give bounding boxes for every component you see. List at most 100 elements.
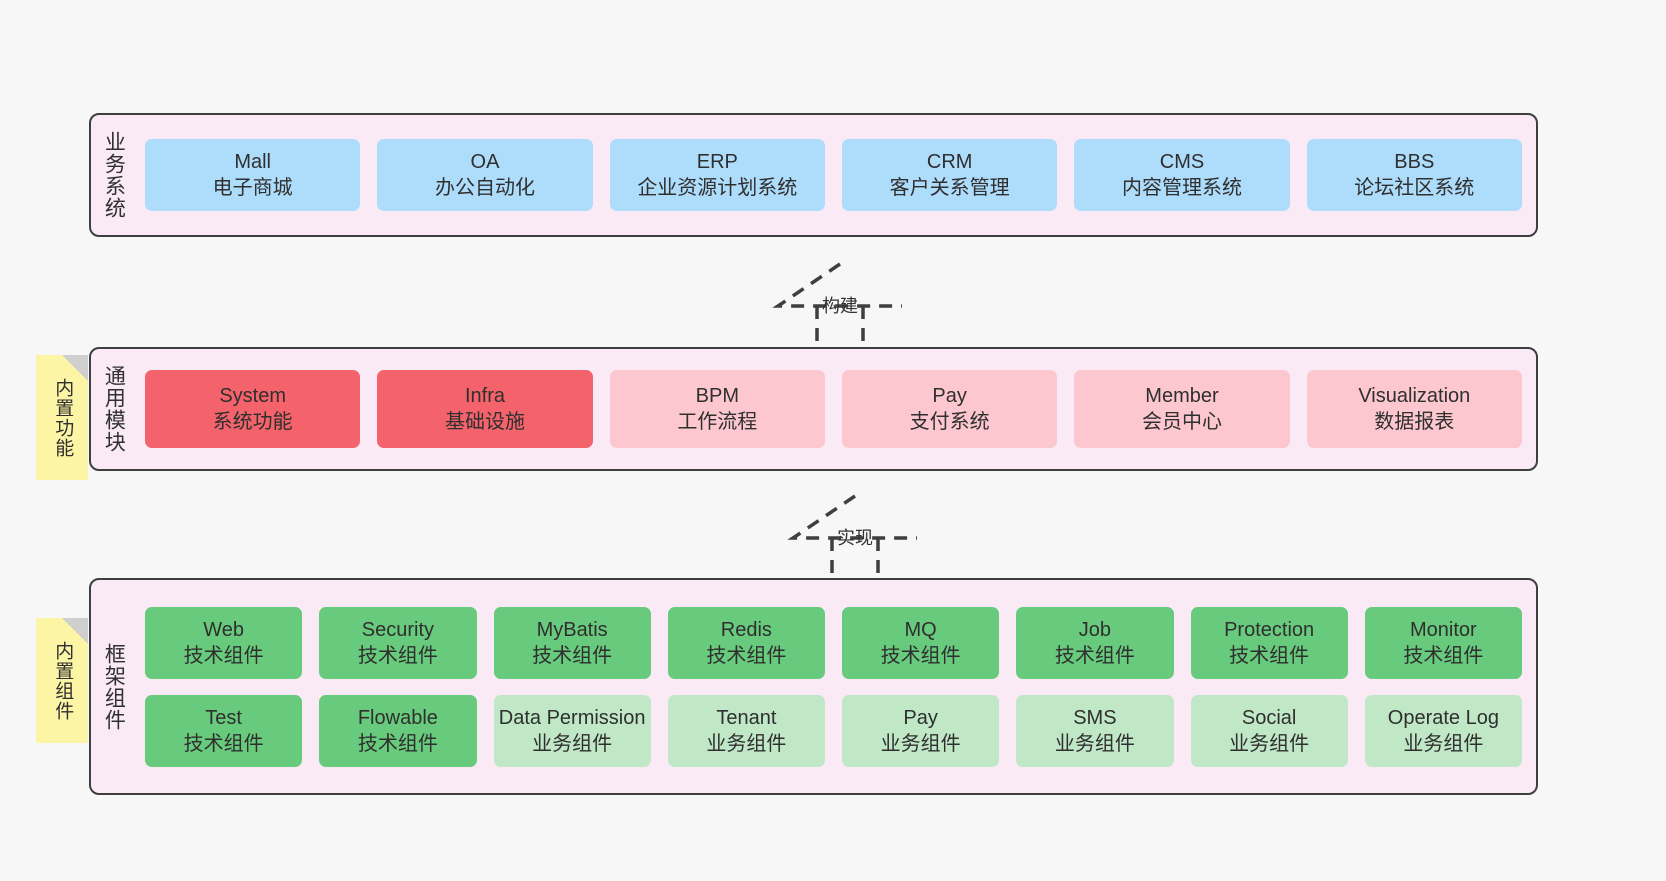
layer-common-modules: 通用模块 System 系统功能 Infra 基础设施 BPM 工作流程 Pay… — [89, 347, 1538, 471]
card-pay-module-cn: 支付系统 — [909, 411, 990, 433]
card-mybatis[interactable]: MyBatis 技术组件 — [493, 606, 651, 679]
card-mq[interactable]: MQ 技术组件 — [842, 606, 1000, 679]
card-security[interactable]: Security 技术组件 — [319, 606, 477, 679]
card-pay-component-cn: 业务组件 — [880, 732, 961, 755]
card-protection[interactable]: Protection 技术组件 — [1190, 606, 1348, 679]
card-web[interactable]: Web 技术组件 — [145, 606, 303, 679]
card-visualization[interactable]: Visualization 数据报表 — [1306, 370, 1522, 448]
card-flowable-en: Flowable — [357, 706, 438, 729]
card-pay-component[interactable]: Pay 业务组件 — [842, 694, 1000, 767]
connector-build-stem — [815, 306, 865, 354]
card-web-en: Web — [203, 618, 244, 641]
card-monitor-en: Monitor — [1410, 618, 1477, 641]
layer-business-systems-body: Mall 电子商城 OA 办公自动化 ERP 企业资源计划系统 CRM 客户关系… — [135, 115, 1536, 235]
card-system-en: System — [219, 385, 286, 407]
card-oa[interactable]: OA 办公自动化 — [377, 139, 593, 211]
card-member[interactable]: Member 会员中心 — [1074, 370, 1290, 448]
card-test-en: Test — [205, 706, 242, 729]
card-system[interactable]: System 系统功能 — [145, 370, 361, 448]
card-mybatis-cn: 技术组件 — [532, 644, 613, 667]
card-member-en: Member — [1145, 385, 1219, 407]
card-job[interactable]: Job 技术组件 — [1016, 606, 1174, 679]
connector-build-arrowhead — [772, 262, 902, 308]
card-mq-cn: 技术组件 — [880, 644, 961, 667]
layer-common-modules-label: 通用模块 — [102, 365, 126, 453]
card-data-permission-cn: 业务组件 — [532, 732, 613, 755]
card-mall-en: Mall — [234, 151, 271, 173]
card-visualization-en: Visualization — [1358, 385, 1471, 407]
card-test-cn: 技术组件 — [183, 732, 264, 755]
layer-framework-components: 框架组件 Web 技术组件 Security 技术组件 MyBatis 技术组件… — [89, 578, 1538, 795]
card-social-en: Social — [1241, 706, 1297, 729]
card-social[interactable]: Social 业务组件 — [1190, 694, 1348, 767]
card-erp[interactable]: ERP 企业资源计划系统 — [609, 139, 825, 211]
connector-build-shape — [772, 262, 902, 354]
card-cms-cn: 内容管理系统 — [1121, 177, 1242, 199]
card-tenant-cn: 业务组件 — [706, 732, 787, 755]
note-fold-corner-icon — [62, 355, 88, 381]
card-flowable[interactable]: Flowable 技术组件 — [319, 694, 477, 767]
note-fold-corner-icon — [62, 618, 88, 644]
card-social-cn: 业务组件 — [1229, 732, 1310, 755]
card-tenant-en: Tenant — [716, 706, 777, 729]
card-mq-en: MQ — [904, 618, 937, 641]
layer-framework-components-label: 框架组件 — [102, 642, 126, 731]
connector-realize-arrowhead — [787, 494, 917, 540]
card-protection-cn: 技术组件 — [1229, 644, 1310, 667]
card-visualization-cn: 数据报表 — [1374, 411, 1455, 433]
connector-build: 构建 — [760, 260, 920, 356]
card-erp-cn: 企业资源计划系统 — [637, 177, 798, 199]
framework-row-1: Web 技术组件 Security 技术组件 MyBatis 技术组件 Redi… — [145, 606, 1522, 679]
card-infra-cn: 基础设施 — [444, 411, 525, 433]
layer-business-systems-label: 业务系统 — [102, 131, 126, 219]
card-bbs-en: BBS — [1394, 151, 1435, 173]
card-pay-module-en: Pay — [932, 385, 967, 407]
note-builtin-features-label: 内置功能 — [52, 377, 74, 458]
card-system-cn: 系统功能 — [212, 411, 293, 433]
card-pay-module[interactable]: Pay 支付系统 — [841, 370, 1058, 448]
card-member-cn: 会员中心 — [1141, 411, 1222, 433]
card-job-cn: 技术组件 — [1054, 644, 1135, 667]
card-monitor[interactable]: Monitor 技术组件 — [1364, 606, 1522, 679]
card-protection-en: Protection — [1224, 618, 1315, 641]
connector-realize-shape — [787, 494, 917, 586]
card-bpm-cn: 工作流程 — [677, 411, 758, 433]
module-card-row: System 系统功能 Infra 基础设施 BPM 工作流程 Pay 支付系统… — [145, 370, 1522, 448]
card-sms-cn: 业务组件 — [1054, 732, 1135, 755]
card-redis[interactable]: Redis 技术组件 — [667, 606, 825, 679]
card-bbs-cn: 论坛社区系统 — [1354, 177, 1475, 199]
card-sms[interactable]: SMS 业务组件 — [1016, 694, 1174, 767]
business-card-row: Mall 电子商城 OA 办公自动化 ERP 企业资源计划系统 CRM 客户关系… — [145, 139, 1522, 211]
card-operate-log-en: Operate Log — [1387, 706, 1499, 729]
card-flowable-cn: 技术组件 — [357, 732, 438, 755]
card-infra[interactable]: Infra 基础设施 — [377, 370, 593, 448]
connector-realize: 实现 — [775, 492, 935, 588]
card-crm-cn: 客户关系管理 — [889, 177, 1010, 199]
card-security-cn: 技术组件 — [357, 644, 438, 667]
card-mall-cn: 电子商城 — [212, 177, 293, 199]
card-erp-en: ERP — [696, 151, 738, 173]
note-builtin-components-label: 内置组件 — [52, 640, 74, 721]
card-mybatis-en: MyBatis — [536, 618, 608, 641]
card-oa-en: OA — [470, 151, 500, 173]
card-test[interactable]: Test 技术组件 — [145, 694, 303, 767]
card-data-permission[interactable]: Data Permission 业务组件 — [493, 694, 651, 767]
note-builtin-features: 内置功能 — [36, 355, 88, 480]
card-security-en: Security — [361, 618, 434, 641]
card-redis-en: Redis — [720, 618, 772, 641]
card-oa-cn: 办公自动化 — [434, 177, 535, 199]
card-cms[interactable]: CMS 内容管理系统 — [1074, 139, 1290, 211]
card-tenant[interactable]: Tenant 业务组件 — [667, 694, 825, 767]
card-crm[interactable]: CRM 客户关系管理 — [841, 139, 1058, 211]
card-mall[interactable]: Mall 电子商城 — [145, 139, 361, 211]
card-bpm-en: BPM — [695, 385, 739, 407]
card-infra-en: Infra — [464, 385, 505, 407]
card-crm-en: CRM — [926, 151, 973, 173]
framework-row-2: Test 技术组件 Flowable 技术组件 Data Permission … — [145, 694, 1522, 767]
card-operate-log[interactable]: Operate Log 业务组件 — [1364, 694, 1522, 767]
card-web-cn: 技术组件 — [183, 644, 264, 667]
card-bbs[interactable]: BBS 论坛社区系统 — [1306, 139, 1522, 211]
card-bpm[interactable]: BPM 工作流程 — [609, 370, 825, 448]
card-monitor-cn: 技术组件 — [1403, 644, 1484, 667]
